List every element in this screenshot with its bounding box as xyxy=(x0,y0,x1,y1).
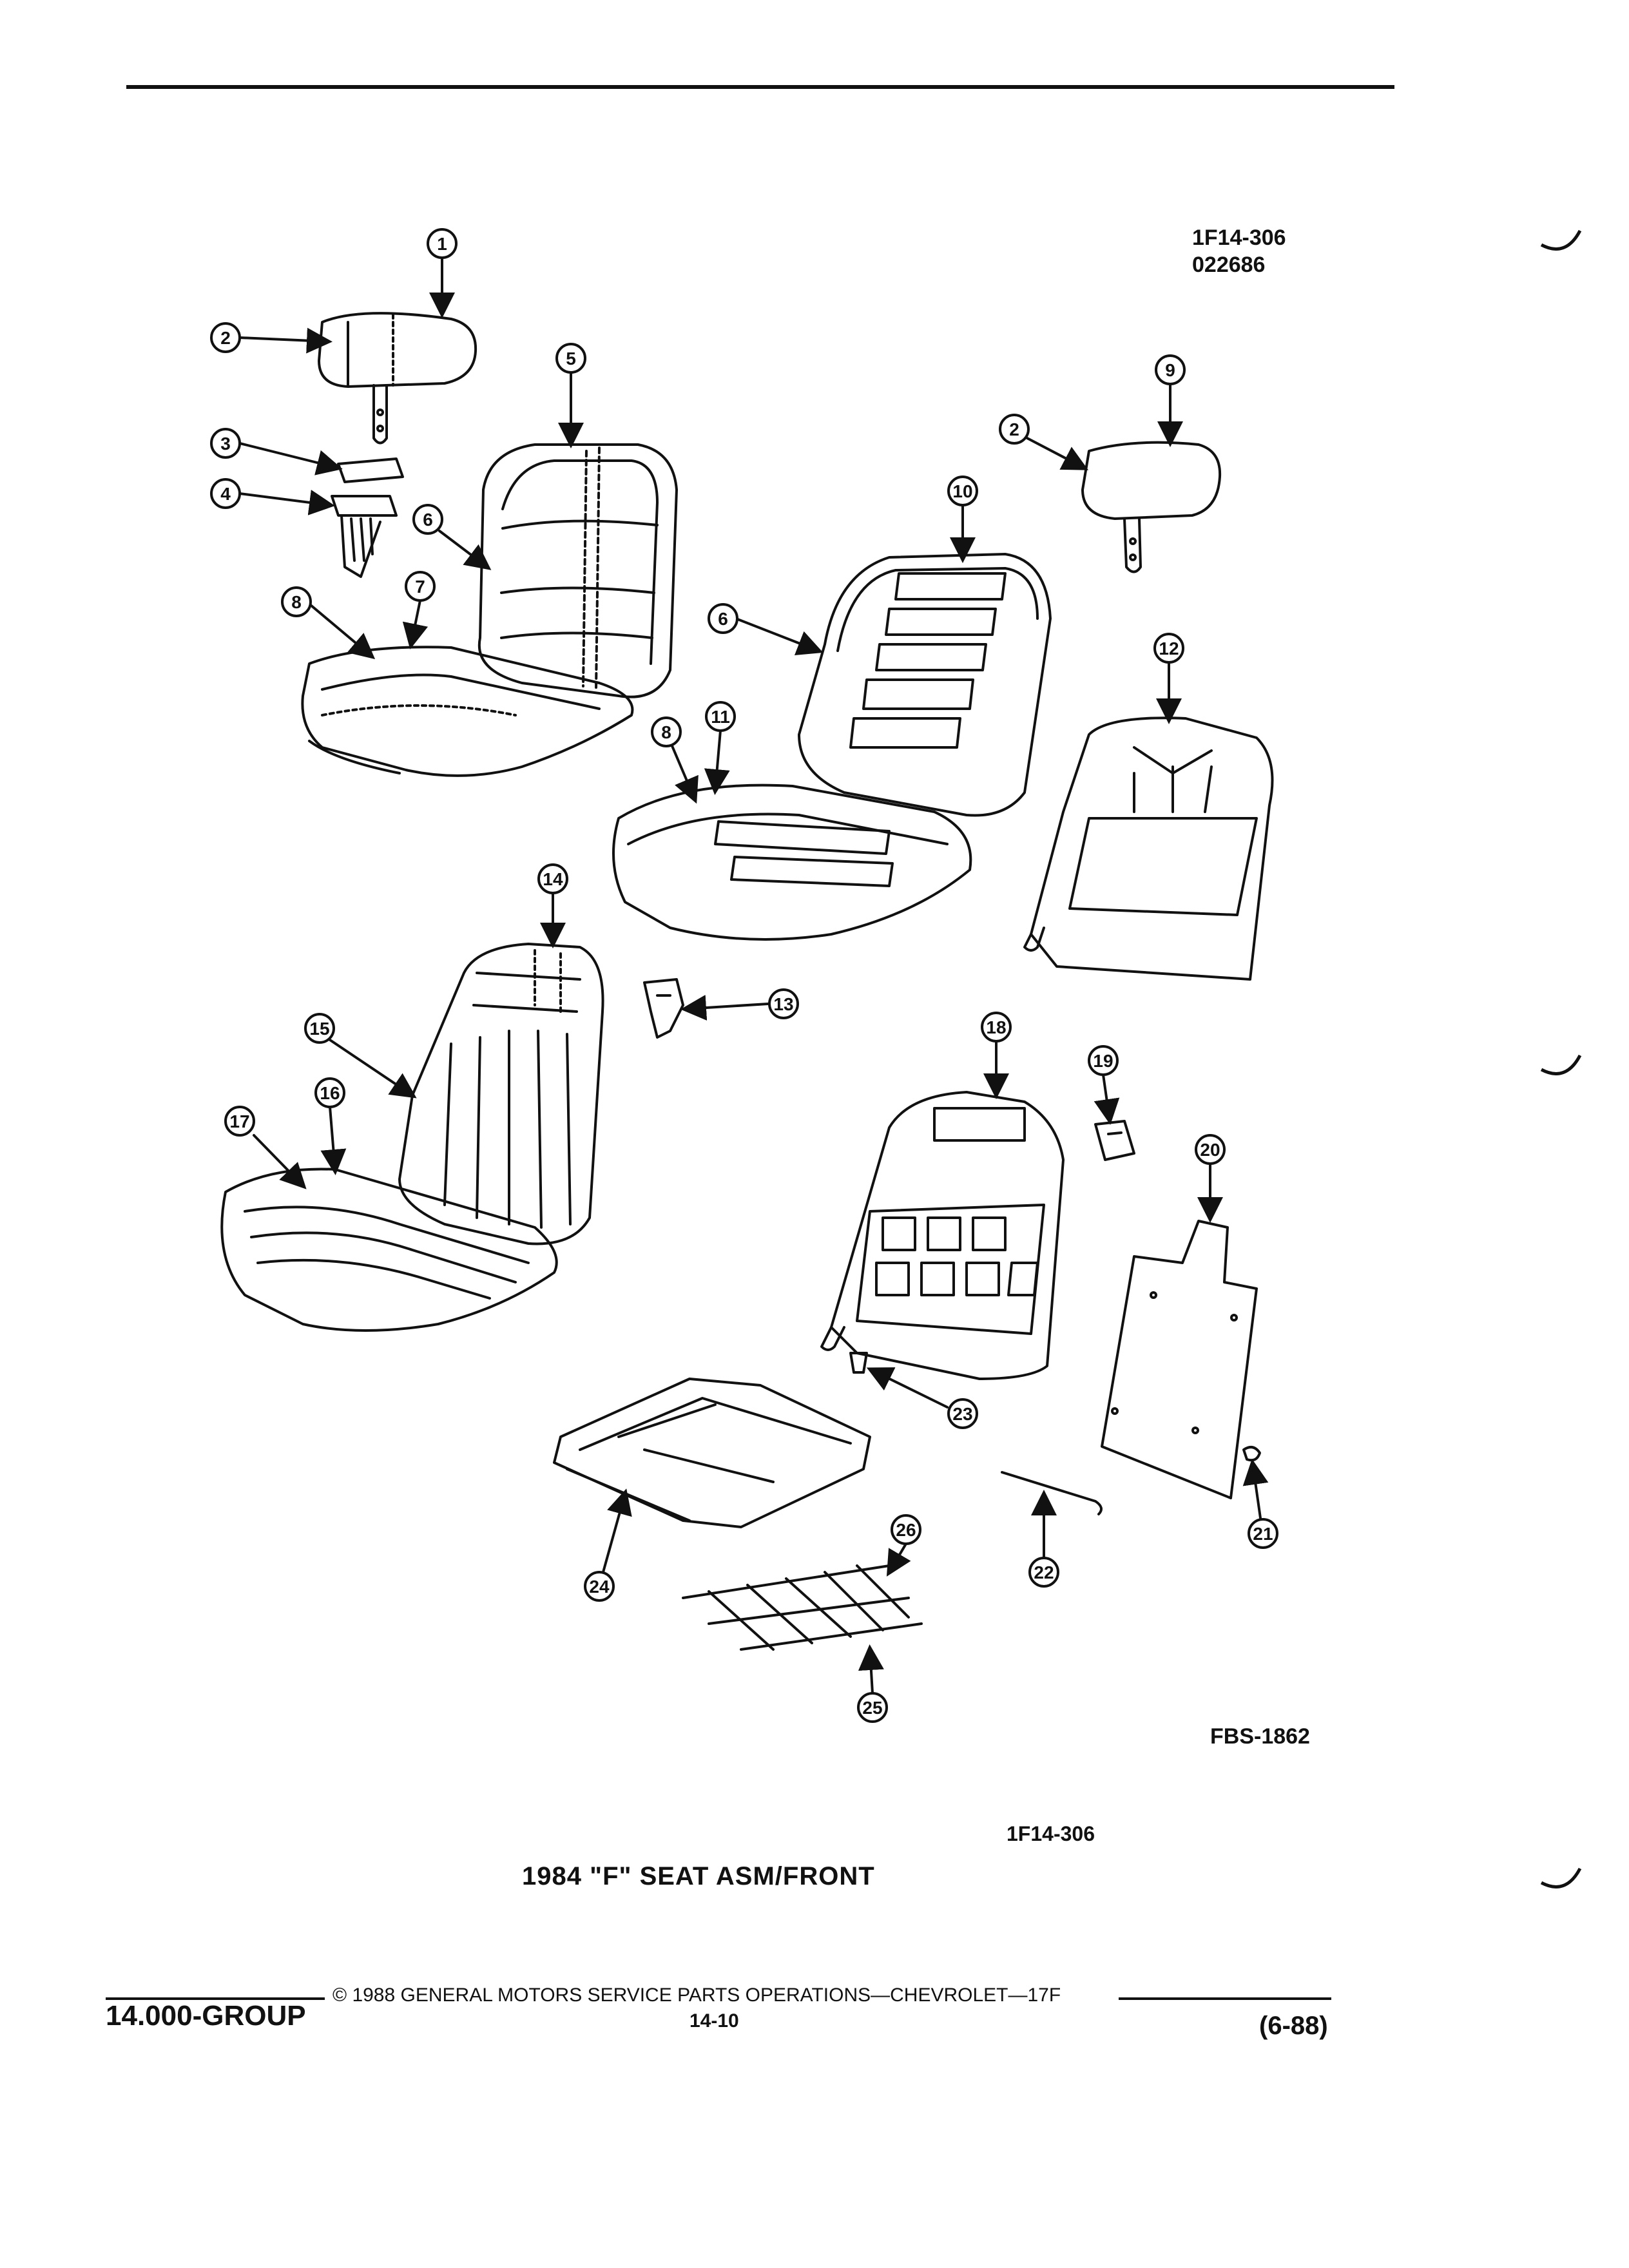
callout-2-right: 2 xyxy=(999,414,1030,445)
svg-text:25: 25 xyxy=(862,1698,882,1718)
svg-text:6: 6 xyxy=(718,609,728,629)
svg-text:20: 20 xyxy=(1200,1140,1220,1160)
callout-18: 18 xyxy=(981,1012,1012,1043)
callout-11: 11 xyxy=(705,701,736,732)
callout-14: 14 xyxy=(537,863,568,894)
svg-text:23: 23 xyxy=(952,1404,972,1424)
hinge-bracket xyxy=(1094,1120,1135,1161)
seatback-frame-lower xyxy=(820,1091,1065,1380)
trim-bracket xyxy=(643,978,684,1039)
reference-code: 1F14-306 022686 xyxy=(1192,224,1286,278)
seatback-left xyxy=(477,443,678,698)
callout-8-right: 8 xyxy=(651,716,682,747)
binding-marks xyxy=(1540,229,1582,1888)
svg-text:24: 24 xyxy=(589,1577,610,1597)
callout-15: 15 xyxy=(304,1013,335,1044)
headrest-right xyxy=(1081,441,1222,573)
footer-page-number: 14-10 xyxy=(689,2010,739,2032)
seat-adjuster xyxy=(553,1378,871,1528)
seat-cushion-striped xyxy=(220,1168,558,1332)
svg-text:16: 16 xyxy=(320,1083,340,1103)
callout-23: 23 xyxy=(947,1398,978,1429)
callout-6-right: 6 xyxy=(708,603,738,634)
top-rule xyxy=(126,85,1394,89)
callout-1: 1 xyxy=(427,228,458,259)
support-rod xyxy=(1001,1471,1103,1515)
fbs-code: FBS-1862 xyxy=(1210,1724,1310,1749)
pivot-bolt xyxy=(849,1352,868,1374)
svg-text:2: 2 xyxy=(1009,419,1019,439)
seatback-camaro xyxy=(798,553,1052,817)
svg-text:18: 18 xyxy=(986,1017,1006,1037)
leader-lines xyxy=(238,256,1269,1695)
svg-text:26: 26 xyxy=(896,1520,916,1540)
svg-text:13: 13 xyxy=(773,994,793,1014)
svg-text:14: 14 xyxy=(543,869,563,889)
callout-markers: 1 2 3 4 5 6 7 8 9 2 10 6 8 11 12 13 14 1… xyxy=(210,228,1278,1723)
callout-24: 24 xyxy=(584,1571,615,1602)
figure-caption: 1984 "F" SEAT ASM/FRONT xyxy=(522,1862,875,1890)
svg-text:8: 8 xyxy=(291,592,302,612)
callout-7: 7 xyxy=(405,571,436,602)
svg-text:7: 7 xyxy=(415,577,425,597)
footer-rule-right xyxy=(1119,1997,1331,2000)
figure-number: 1F14-306 xyxy=(1007,1822,1095,1845)
callout-12: 12 xyxy=(1153,633,1184,664)
callout-26: 26 xyxy=(891,1514,921,1545)
svg-text:19: 19 xyxy=(1093,1051,1113,1071)
callout-9: 9 xyxy=(1155,354,1186,385)
callout-2-left: 2 xyxy=(210,322,241,353)
svg-text:2: 2 xyxy=(220,328,231,348)
seat-cushion-camaro xyxy=(612,783,972,941)
svg-text:15: 15 xyxy=(309,1019,329,1039)
footer-date: (6-88) xyxy=(1259,2012,1328,2040)
svg-text:3: 3 xyxy=(220,434,231,454)
svg-text:21: 21 xyxy=(1253,1524,1273,1544)
callout-8-left: 8 xyxy=(281,586,312,617)
headrest-left xyxy=(318,312,477,445)
svg-text:12: 12 xyxy=(1159,639,1179,658)
callout-17: 17 xyxy=(224,1106,255,1137)
reference-code-line-1: 1F14-306 xyxy=(1192,226,1286,250)
seatback-frame-upper xyxy=(1023,716,1274,981)
callout-3: 3 xyxy=(210,428,241,459)
headrest-guide xyxy=(331,495,398,578)
seat-spring xyxy=(682,1564,923,1651)
svg-text:4: 4 xyxy=(220,484,231,504)
guide-plate xyxy=(337,457,404,483)
reference-code-line-2: 022686 xyxy=(1192,253,1266,277)
seatback-striped xyxy=(398,943,604,1245)
callout-13: 13 xyxy=(768,988,799,1019)
svg-text:22: 22 xyxy=(1034,1562,1054,1582)
footer-copyright: © 1988 GENERAL MOTORS SERVICE PARTS OPER… xyxy=(333,1984,1061,2006)
callout-25: 25 xyxy=(857,1692,888,1723)
callout-6-left: 6 xyxy=(412,504,443,535)
callout-16: 16 xyxy=(314,1077,345,1108)
callout-22: 22 xyxy=(1028,1557,1059,1588)
svg-text:17: 17 xyxy=(229,1111,249,1131)
callout-19: 19 xyxy=(1088,1045,1119,1076)
callout-5: 5 xyxy=(555,343,586,374)
svg-text:11: 11 xyxy=(711,707,730,727)
callout-21: 21 xyxy=(1248,1518,1278,1549)
panel-clip xyxy=(1242,1446,1261,1462)
svg-text:9: 9 xyxy=(1165,360,1175,380)
callout-4: 4 xyxy=(210,478,241,509)
callout-20: 20 xyxy=(1195,1134,1226,1165)
footer-group: 14.000-GROUP xyxy=(106,2000,306,2032)
callout-10: 10 xyxy=(947,476,978,506)
svg-text:6: 6 xyxy=(423,510,433,530)
seatback-panel xyxy=(1101,1220,1258,1499)
svg-text:10: 10 xyxy=(952,481,972,501)
footer-rule-left xyxy=(106,1997,325,2000)
svg-text:5: 5 xyxy=(566,349,576,369)
svg-text:8: 8 xyxy=(661,722,671,742)
svg-text:1: 1 xyxy=(437,234,447,254)
